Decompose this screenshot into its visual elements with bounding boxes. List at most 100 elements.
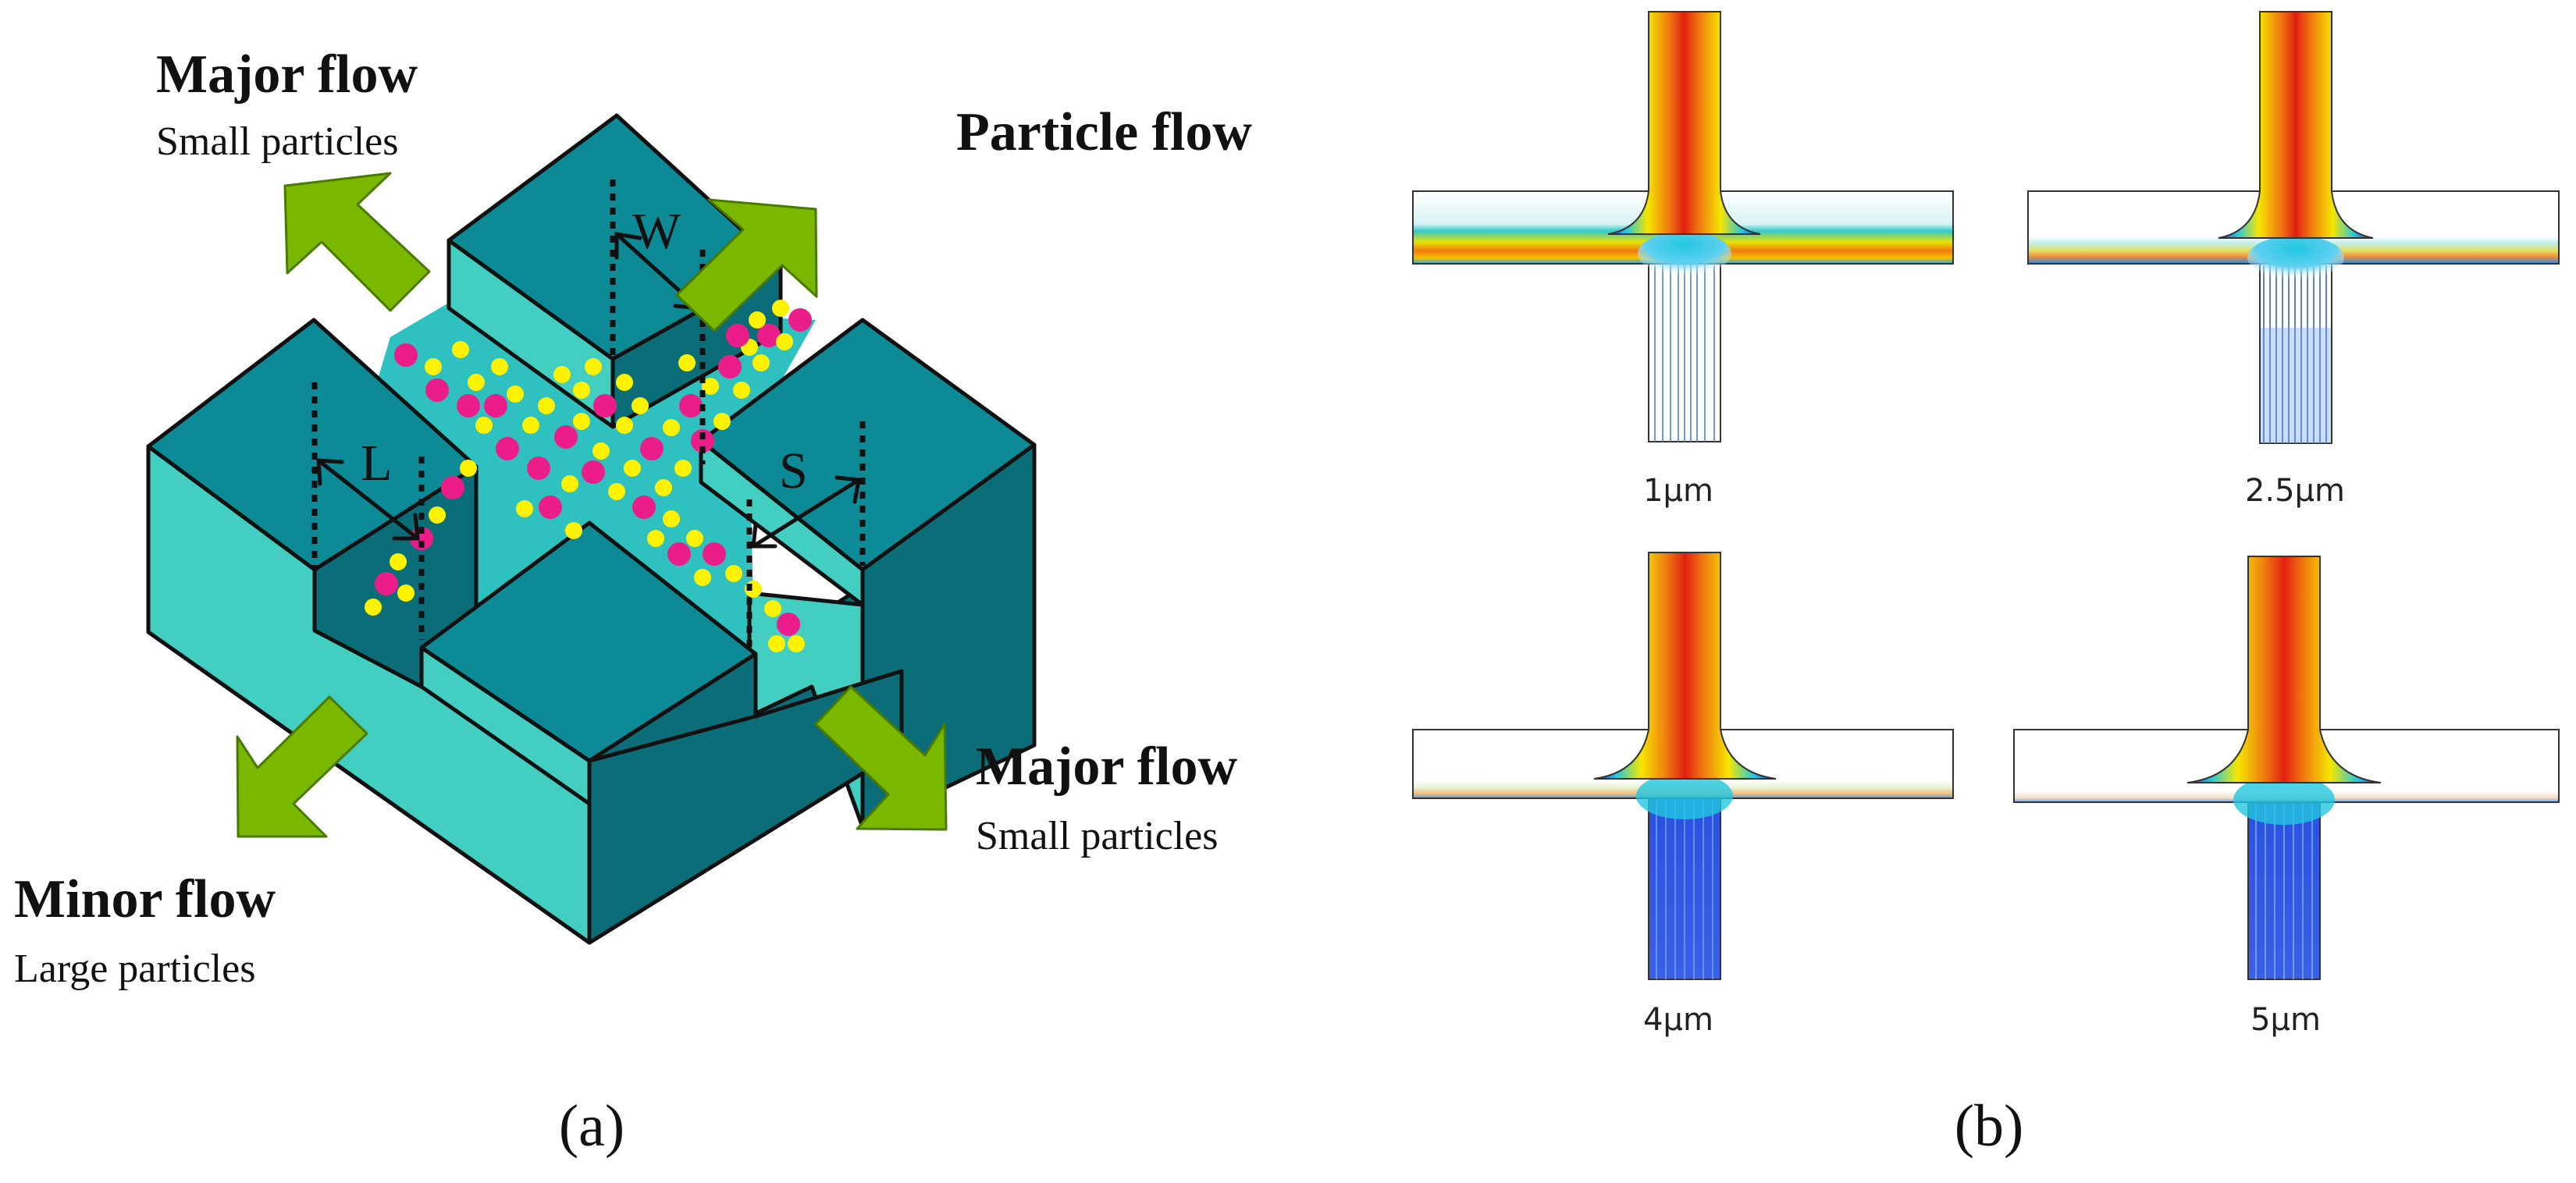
major-flow-bottom-subtitle: Small particles — [976, 814, 1218, 858]
sim2-vertical-inlet — [2218, 11, 2374, 239]
flow-arrows — [236, 172, 948, 838]
s-arrow-head-b — [834, 475, 861, 504]
large-particle — [777, 613, 800, 636]
small-particle — [365, 599, 382, 616]
small-particle — [573, 382, 590, 399]
l-arrow — [316, 458, 420, 541]
large-particle — [667, 542, 691, 566]
large-particle — [703, 542, 726, 566]
sim3-streamlines — [1656, 800, 1713, 979]
minor-flow-arrow — [236, 695, 368, 838]
simulation-5um: 5μm — [2013, 556, 2560, 1038]
sim2-caption: 2.5μm — [2245, 473, 2345, 509]
minor-flow-title: Minor flow — [14, 869, 276, 929]
sim3-caption: 4μm — [1643, 1002, 1713, 1038]
sim1-junction — [1638, 232, 1731, 275]
small-particle — [507, 385, 524, 403]
large-particle — [394, 343, 418, 367]
small-particle — [702, 378, 719, 395]
small-particle — [647, 530, 664, 547]
panel-a-caption: (a) — [559, 1093, 624, 1159]
small-particle — [425, 358, 442, 375]
large-particle — [539, 496, 562, 519]
dimension-label-l: L — [361, 435, 392, 492]
small-particle — [397, 584, 415, 602]
small-particle — [592, 442, 610, 460]
l-arrow-head-b — [392, 513, 420, 541]
dimension-label-s: S — [779, 442, 808, 499]
major-flow-top-subtitle: Small particles — [156, 119, 398, 164]
sim2-streamlines — [2263, 258, 2327, 443]
small-particle — [624, 460, 641, 477]
large-particle — [527, 457, 550, 480]
sim1-caption: 1μm — [1643, 473, 1713, 509]
small-particle — [475, 417, 493, 434]
small-particle — [522, 417, 539, 434]
small-particle — [686, 530, 703, 547]
l-arrow-head-a — [316, 458, 344, 486]
sim4-caption: 5μm — [2250, 1002, 2321, 1038]
small-particle — [663, 419, 680, 436]
small-particle — [788, 635, 805, 652]
particle-cloud — [365, 300, 812, 652]
sim4-vertical-inlet — [2186, 556, 2382, 783]
large-particle — [788, 308, 812, 332]
small-particle — [694, 569, 711, 586]
simulation-2-5um: 2.5μm — [2027, 11, 2560, 509]
sim1-streamlines — [1654, 258, 1715, 442]
sim4-streamlines — [2255, 804, 2313, 979]
s-arrow — [751, 478, 861, 549]
small-particle — [772, 300, 789, 317]
large-particle — [726, 324, 749, 347]
small-particle — [516, 500, 533, 517]
small-particle — [725, 565, 742, 582]
small-particle — [768, 635, 785, 652]
large-particle — [632, 496, 656, 519]
small-particle — [733, 382, 750, 399]
large-particle — [593, 394, 617, 417]
sim4-junction — [2233, 775, 2335, 825]
w-arrow-head-a — [614, 232, 642, 260]
dimension-guides — [311, 179, 866, 648]
s-arrow-head-a — [751, 522, 777, 549]
large-particle — [375, 572, 398, 595]
sim2-junction — [2247, 236, 2344, 279]
large-particle — [441, 476, 464, 499]
small-particle — [608, 483, 625, 500]
major-flow-top-title: Major flow — [156, 44, 418, 105]
large-particle — [554, 425, 578, 449]
small-particle — [429, 506, 446, 524]
small-particle — [616, 417, 633, 434]
small-particle — [674, 460, 692, 477]
small-particle — [390, 553, 407, 570]
small-particle — [632, 397, 649, 414]
small-particle — [491, 358, 508, 375]
small-particle — [753, 354, 770, 371]
dimension-label-w: W — [632, 203, 681, 260]
base-slab-front-face — [587, 669, 904, 945]
large-particle — [496, 437, 519, 460]
small-particle — [655, 479, 672, 496]
small-particle — [452, 341, 469, 358]
large-particle — [757, 324, 781, 347]
small-particle — [468, 374, 485, 391]
front-block-left-edge — [147, 630, 591, 945]
large-particle — [679, 394, 703, 417]
small-particle — [585, 358, 602, 375]
large-particle — [425, 378, 449, 402]
panel-b-caption: (b) — [1955, 1093, 2024, 1159]
large-particle — [457, 394, 480, 417]
sim2-bottom-tint — [2261, 328, 2331, 443]
major-flow-top-arrow — [283, 172, 431, 312]
panel-a-channel-diagram: W L S Major flow Small particles Particl… — [14, 44, 1252, 1159]
large-particle — [582, 460, 605, 484]
large-particle — [484, 394, 507, 417]
small-particle — [561, 475, 578, 492]
small-particle — [616, 374, 633, 391]
minor-flow-subtitle: Large particles — [14, 947, 255, 991]
large-particle — [718, 355, 742, 378]
small-particle — [749, 311, 766, 329]
small-particle — [663, 510, 680, 528]
small-particle — [565, 522, 582, 539]
large-particle — [691, 429, 714, 453]
